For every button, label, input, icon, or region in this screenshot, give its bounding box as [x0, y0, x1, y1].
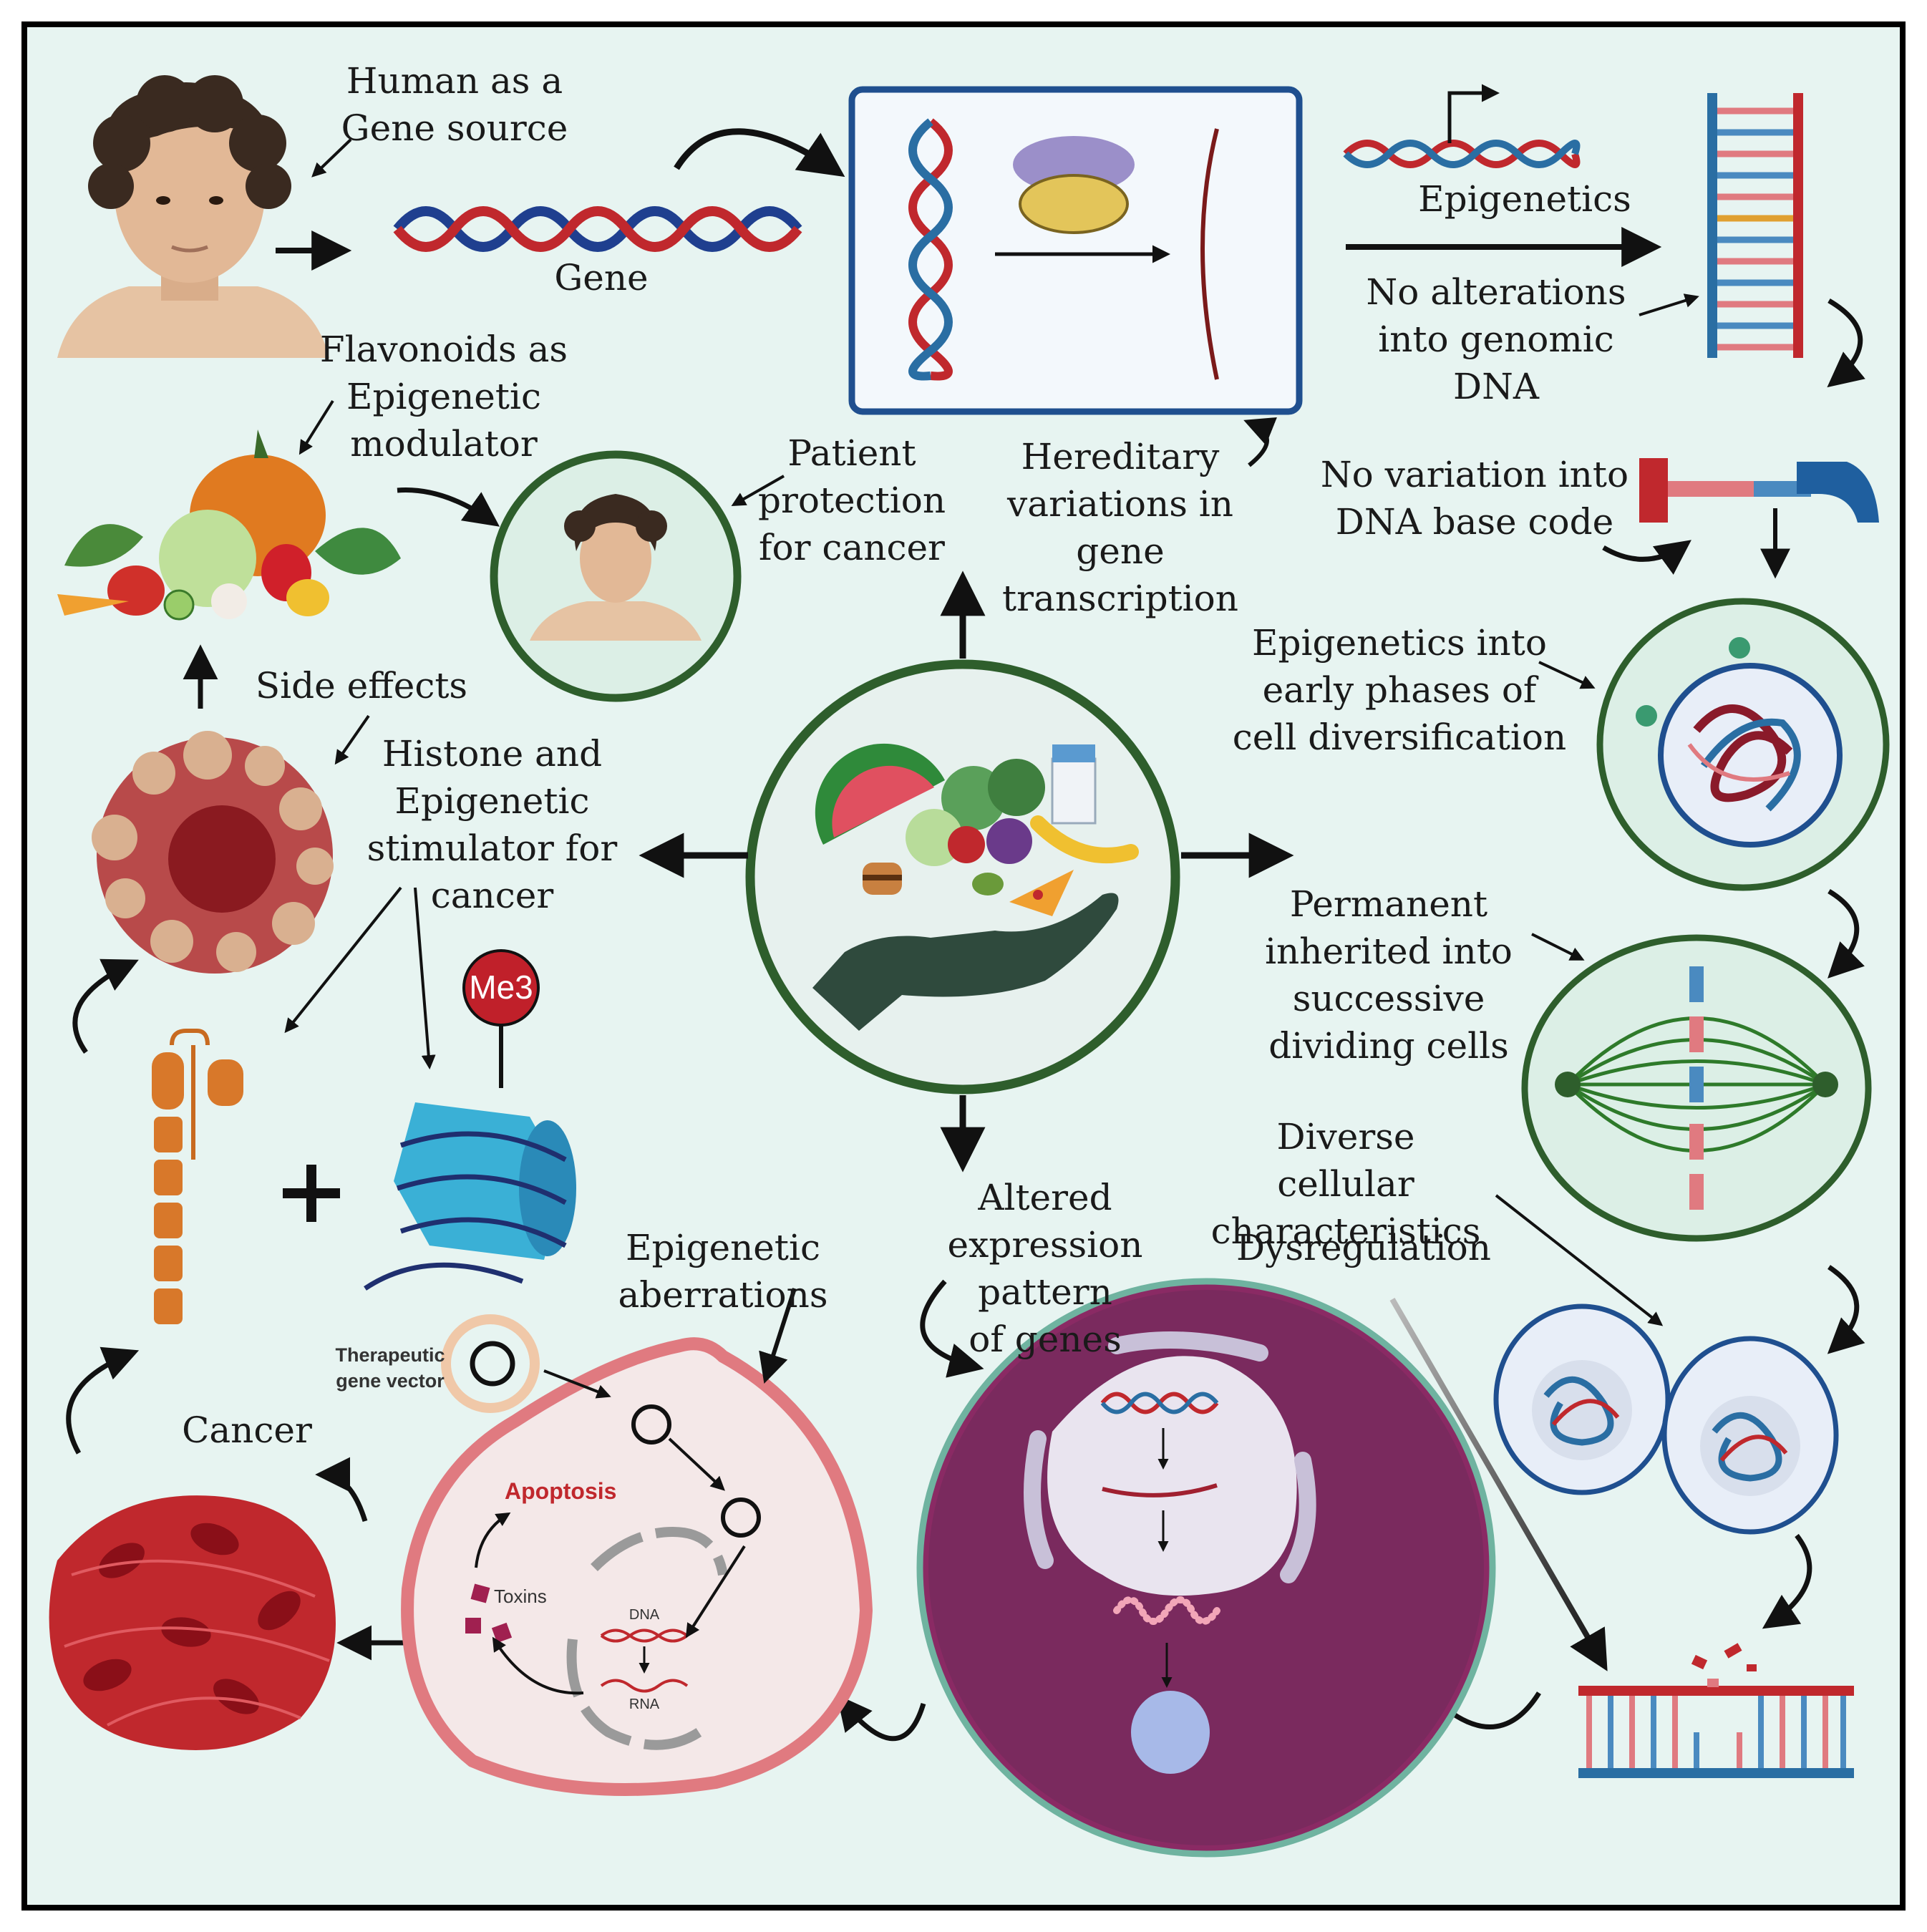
arrow-toxins-to-apoptosis: [475, 1512, 511, 1568]
label-flavonoids: Flavonoids as Epigenetic modulator: [319, 329, 568, 465]
dna-base-code-segment: [1639, 458, 1879, 523]
receptor-protein: [152, 1029, 243, 1324]
dividing-cell-spindle: [1521, 934, 1872, 1242]
arrow-curve-right-2: [1828, 888, 1865, 979]
arrow-label-side-effects: [334, 714, 370, 765]
arrow-vegetables-to-patient: [397, 487, 500, 527]
arrow-vector-entry: [543, 1369, 611, 1399]
label-altered-expression: Altered expression pattern of genes: [947, 1177, 1143, 1360]
arrow-vector-to-dna: [685, 1545, 746, 1639]
label-dna: DNA: [628, 1607, 660, 1623]
arrow-cancer-curve: [315, 1457, 368, 1523]
plus-sign: [283, 1165, 340, 1222]
arrow-diverse-to-cells: [1495, 1194, 1664, 1326]
gene-expression-nucleus: [916, 1278, 1496, 1858]
arrow-label-permanent: [1531, 933, 1585, 961]
arrow-label-no-variation: [1602, 540, 1691, 575]
cancer-cells: [49, 1495, 336, 1750]
dna-ladder-damaged: [1578, 1643, 1854, 1778]
arrow-label-aberrations: [759, 1288, 797, 1384]
patient-protection-circle: [490, 450, 742, 702]
label-rna: RNA: [628, 1696, 660, 1712]
side-effect-cell: [92, 731, 334, 974]
arrow-label-human: [311, 138, 352, 178]
arrow-label-flavonoids: [298, 399, 334, 455]
label-therapeutic-vector: Therapeutic gene vector: [335, 1344, 445, 1392]
arrow-curve-right-3: [1827, 1265, 1865, 1354]
arrow-curve-left-1: [72, 958, 139, 1054]
vegetables-illustration: [57, 429, 401, 621]
label-no-alterations: No alterations into genomic DNA: [1366, 271, 1626, 407]
arrow-curve-right-1: [1827, 298, 1865, 388]
transcription-box: [848, 86, 1303, 415]
label-histone: Histone and Epigenetic stimulator for ca…: [367, 733, 618, 916]
human-illustration: [57, 75, 329, 358]
label-no-variation: No variation into DNA base code: [1320, 454, 1629, 543]
arrow-curve-left-2: [66, 1346, 140, 1455]
arrow-label-patient: [731, 475, 785, 506]
label-toxins: Toxins: [494, 1586, 547, 1607]
epigenetics-dna: [1343, 84, 1581, 168]
apoptosis-cell: [401, 1314, 873, 1796]
arrow-curve-right-4: [1762, 1533, 1812, 1629]
label-diverse: Diverse cellular characteristics: [1210, 1116, 1481, 1252]
label-dysregulation: Dysregulation: [1236, 1227, 1491, 1268]
label-permanent: Permanent inherited into successive divi…: [1265, 883, 1513, 1067]
arrow-nucleus-to-cell: [836, 1694, 926, 1742]
arrow-label-no-alterations: [1639, 293, 1699, 316]
arrow-histone-to-receptor: [284, 886, 402, 1034]
label-me3: Me3: [469, 969, 533, 1006]
arrow-rna-to-toxins: [492, 1636, 584, 1695]
arrow-altered-to-nucleus: [920, 1279, 984, 1378]
arrow-gene-to-transcription: [674, 128, 845, 178]
diet-hand-circle: [745, 659, 1180, 1094]
arrow-vector-path: [668, 1437, 725, 1491]
cell-chromatin: [1596, 598, 1890, 891]
label-early-phases: Epigenetics into early phases of cell di…: [1232, 622, 1567, 758]
label-epigenetics: Epigenetics: [1418, 178, 1631, 220]
label-hereditary: Hereditary variations in gene transcript…: [1002, 436, 1238, 619]
gene-dna-strand: [393, 206, 802, 252]
label-apoptosis: Apoptosis: [505, 1478, 617, 1504]
label-gene: Gene: [554, 257, 649, 298]
label-patient-protection: Patient protection for cancer: [757, 432, 946, 568]
label-epigenetic-aberrations: Epigenetic aberrations: [618, 1227, 828, 1316]
label-cancer: Cancer: [182, 1409, 312, 1451]
arrow-histone-to-nucleosome: [414, 887, 436, 1069]
arrow-label-early-phases: [1538, 661, 1596, 689]
daughter-cells: [1493, 1304, 1839, 1535]
label-human-gene-source: Human as a Gene source: [341, 60, 568, 149]
label-side-effects: Side effects: [255, 665, 468, 707]
nucleosome-histone: [364, 949, 576, 1291]
arrow-dysregulation: [1389, 1297, 1608, 1671]
dna-ladder-top: [1707, 93, 1803, 358]
arrow-hereditary-to-box: [1243, 417, 1277, 467]
